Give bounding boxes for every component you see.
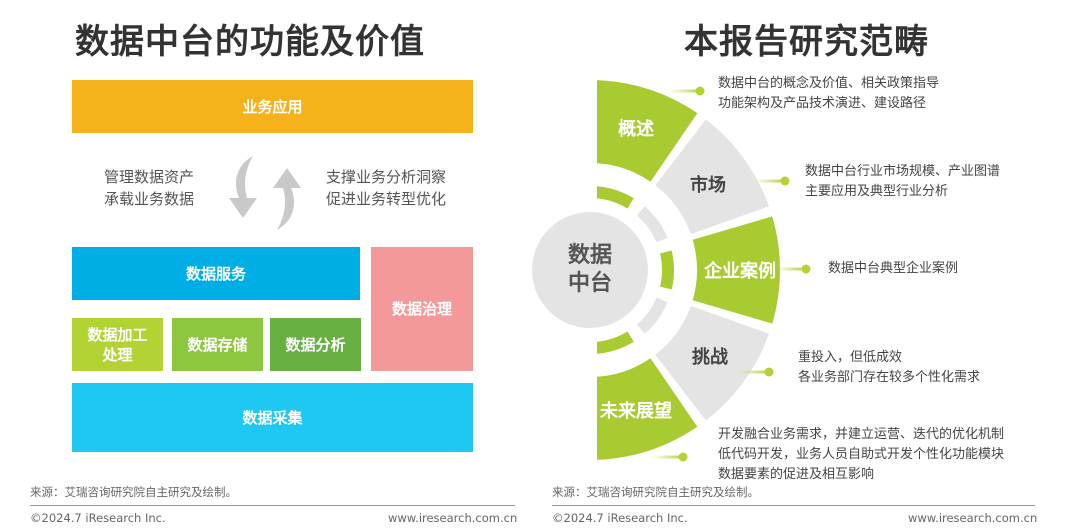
connector-dot — [678, 452, 688, 462]
connector-line — [776, 267, 806, 271]
business-application-box: 业务应用 — [72, 80, 473, 133]
center-line: 数据 — [567, 243, 613, 268]
segment-label-market: 市场 — [690, 175, 726, 196]
segment-label-outlook: 未来展望 — [600, 401, 672, 422]
desc-outlook: 开发融合业务需求，并建立运营、迭代的优化机制 低代码开发，业务人员自助式开发个性… — [718, 425, 1004, 485]
data-governance-box: 数据治理 — [371, 247, 473, 371]
left-source: 来源：艾瑞咨询研究院自主研究及绘制。 — [30, 485, 237, 499]
value-line: 承载业务数据 — [104, 190, 195, 208]
center-circle — [532, 212, 648, 328]
inner-arc-outlook — [597, 331, 634, 354]
connector-line — [755, 179, 785, 183]
box-line: 处理 — [102, 345, 133, 364]
connector-dot — [695, 86, 705, 96]
right-copyright: ©2024.7 iResearch Inc. — [552, 511, 688, 525]
segment-challenges — [655, 305, 769, 421]
connector-dot — [764, 367, 774, 377]
data-storage-box: 数据存储 — [172, 318, 263, 371]
desc-line: 数据中台的概念及价值、相关政策指导 — [718, 76, 940, 91]
right-title: 本报告研究范畴 — [684, 22, 929, 62]
desc-challenges: 重投入，但低成效 各业务部门存在较多个性化需求 — [798, 348, 980, 388]
desc-line: 各业务部门存在较多个性化需求 — [798, 370, 981, 385]
segment-label-cases: 企业案例 — [704, 261, 776, 282]
desc-line: 开发融合业务需求，并建立运营、迭代的优化机制 — [718, 427, 1005, 442]
left-title: 数据中台的功能及价值 — [75, 22, 425, 62]
right-website[interactable]: www.iresearch.com.cn — [908, 511, 1038, 525]
left-website[interactable]: www.iresearch.com.cn — [388, 511, 518, 525]
segment-outlook — [597, 358, 698, 460]
connector-line — [653, 455, 683, 459]
segment-label-overview: 概述 — [618, 119, 654, 140]
value-line: 支撑业务分析洞察 — [326, 168, 447, 186]
data-analysis-box: 数据分析 — [270, 318, 361, 371]
connector-line — [670, 89, 700, 93]
segment-cases — [692, 216, 780, 324]
desc-market: 数据中台行业市场规模、产业图谱 主要应用及典型行业分析 — [805, 162, 1000, 202]
right-divider — [552, 505, 1035, 506]
connector-dot — [801, 264, 811, 274]
data-collection-box: 数据采集 — [72, 383, 473, 452]
inner-arc-overview — [597, 186, 634, 209]
segment-label-challenges: 挑战 — [692, 347, 728, 368]
desc-line: 低代码开发，业务人员自助式开发个性化功能模块 — [718, 447, 1005, 462]
left-copyright: ©2024.7 iResearch Inc. — [30, 511, 166, 525]
inner-arc-market — [636, 206, 668, 243]
data-process-box: 数据加工 处理 — [72, 318, 163, 371]
cycle-arrows-icon — [229, 156, 301, 230]
left-divider — [30, 505, 515, 506]
desc-line: 数据中台行业市场规模、产业图谱 — [805, 164, 1001, 179]
connector-line — [739, 370, 769, 374]
center-line: 中台 — [567, 271, 613, 296]
inner-arc-cases — [660, 250, 674, 290]
segment-overview — [597, 80, 698, 182]
right-value-text: 支撑业务分析洞察 促进业务转型优化 — [326, 166, 446, 210]
desc-line: 功能架构及产品技术演进、建设路径 — [718, 96, 927, 111]
connector-dot — [780, 176, 790, 186]
desc-line: 重投入，但低成效 — [798, 350, 903, 365]
segment-market — [655, 119, 769, 235]
desc-overview: 数据中台的概念及价值、相关政策指导 功能架构及产品技术演进、建设路径 — [718, 74, 939, 114]
data-service-box: 数据服务 — [72, 247, 360, 300]
value-line: 管理数据资产 — [104, 168, 195, 186]
box-line: 数据加工 — [87, 325, 148, 344]
desc-line: 主要应用及典型行业分析 — [805, 184, 949, 199]
center-label: 数据 中台 — [568, 242, 612, 298]
desc-line: 数据要素的促进及相互影响 — [718, 467, 875, 482]
left-value-text: 管理数据资产 承载业务数据 — [104, 166, 194, 210]
desc-line: 数据中台典型企业案例 — [828, 261, 959, 276]
desc-cases: 数据中台典型企业案例 — [828, 259, 958, 279]
value-line: 促进业务转型优化 — [326, 190, 447, 208]
inner-arc-challenges — [636, 297, 668, 334]
right-source: 来源：艾瑞咨询研究院自主研究及绘制。 — [552, 485, 759, 499]
